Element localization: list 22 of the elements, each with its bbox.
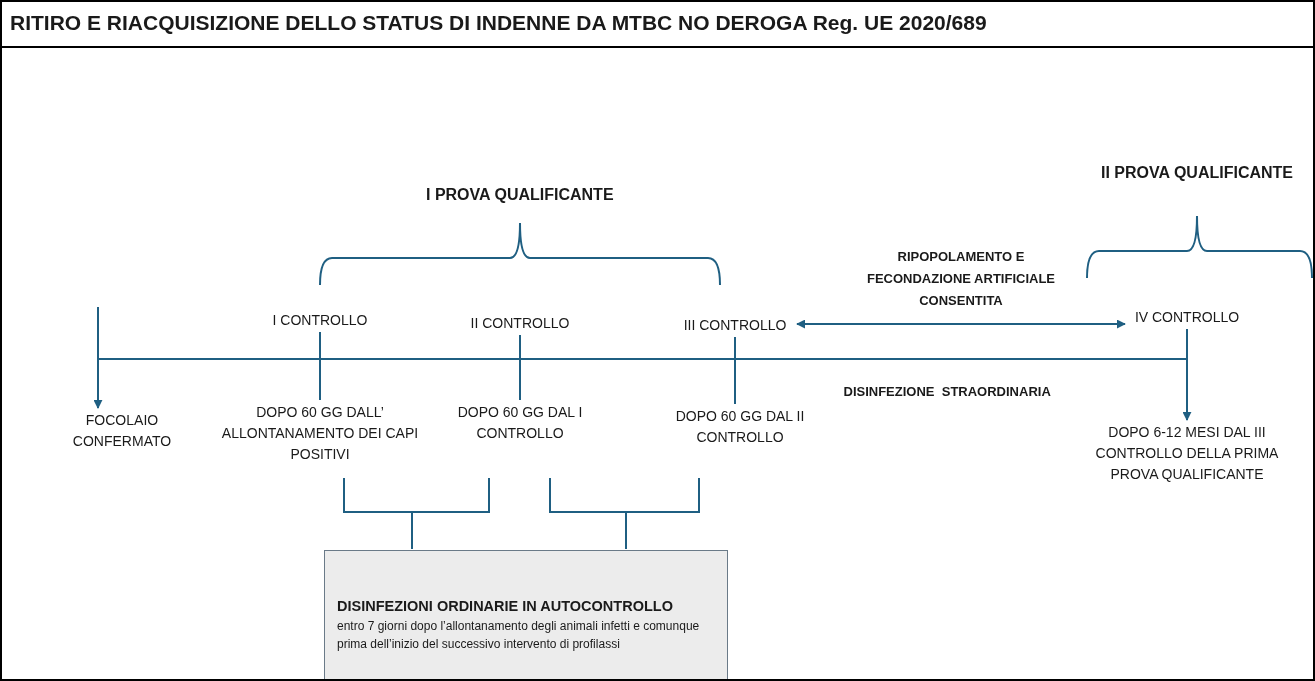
connector-line — [734, 336, 736, 405]
timeline-label: DOPO 60 GG DALL’ ALLONTANAMENTO DEI CAPI POSITIVI — [215, 402, 425, 465]
timeline-label: DOPO 60 GG DAL II CONTROLLO — [665, 406, 815, 448]
arrow — [93, 306, 103, 409]
arrow — [1182, 328, 1192, 421]
annotation-text: DISINFEZIONE STRAORDINARIA — [843, 384, 1051, 399]
timeline-label: I CONTROLLO — [260, 310, 380, 331]
timeline-label: DOPO 6-12 MESI DAL III CONTROLLO DELLA PRIMA PROVA QUALIFICANTE — [1092, 422, 1282, 485]
note-text: entro 7 giorni dopo l’allontanamento degli animali infetti e comunque prima dell’inizio del successivo intervento di profilassi — [337, 618, 701, 653]
timeline-label: FOCOLAIO CONFERMATO — [52, 410, 192, 452]
connector-line — [319, 331, 321, 401]
brace-heading: I PROVA QUALIFICANTE — [426, 186, 614, 204]
timeline-label: DOPO 60 GG DAL I CONTROLLO — [445, 402, 595, 444]
note-heading: DISINFEZIONI ORDINARIE IN AUTOCONTROLLO — [337, 597, 674, 616]
connector-line — [519, 334, 521, 401]
note-box — [324, 550, 728, 679]
timeline-label: IV CONTROLLO — [1127, 307, 1247, 328]
timeline-label: III CONTROLLO — [675, 315, 795, 336]
timeline-label: II CONTROLLO — [460, 313, 580, 334]
double-arrow — [796, 319, 1126, 329]
title: RITIRO E RIACQUISIZIONE DELLO STATUS DI INDENNE DA MTBC NO DEROGA Reg. UE 2020/689 — [10, 11, 987, 35]
brace-heading: II PROVA QUALIFICANTE — [1101, 164, 1293, 182]
